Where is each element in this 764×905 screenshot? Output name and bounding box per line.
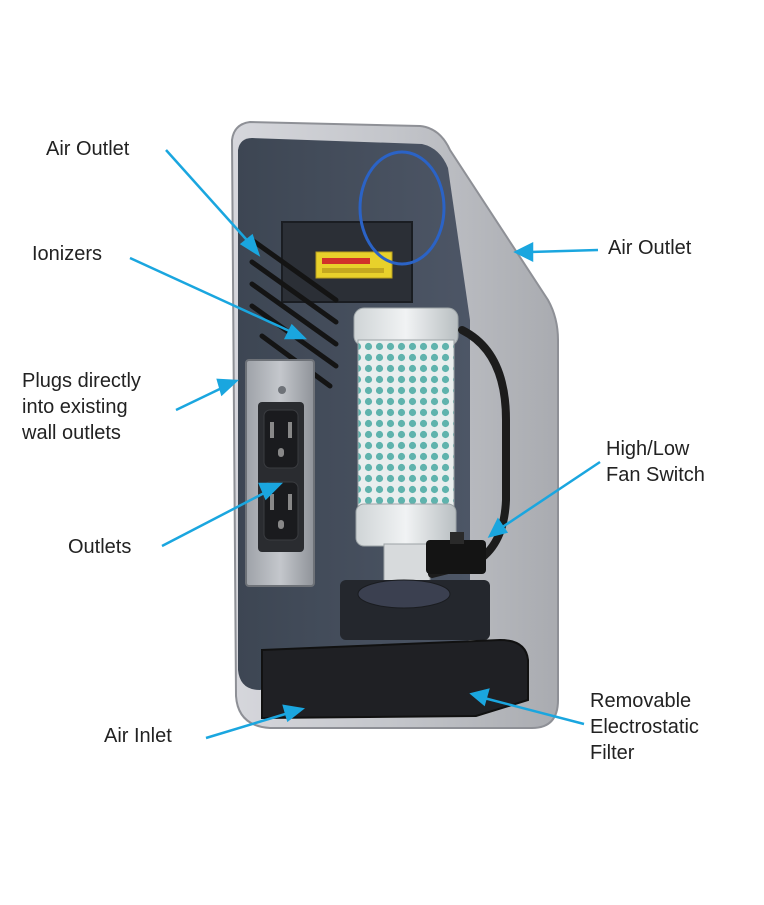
label-air-outlet-right: Air Outlet: [608, 237, 692, 259]
label-air-inlet: Air Inlet: [104, 725, 172, 747]
label-plugs: Plugs directly into existing wall outlet…: [22, 368, 141, 446]
sticker-stripe: [322, 268, 384, 273]
label-fan-switch: High/Low Fan Switch: [606, 436, 705, 488]
label-filter-line1: Removable: [590, 690, 692, 712]
filter-cap-bottom: [355, 503, 457, 547]
arrowhead-ionizers: [283, 323, 308, 340]
arrowhead-air-inlet: [282, 704, 305, 723]
label-fan-switch-line2: Fan Switch: [606, 464, 705, 486]
arrowhead-outlets: [258, 482, 284, 501]
label-ionizers: Ionizers: [32, 243, 103, 265]
power-cord: [428, 326, 510, 578]
arrow-air-inlet: [205, 710, 293, 740]
blue-wire: [358, 150, 446, 266]
label-plugs-line2: into existing: [22, 396, 128, 418]
label-filter-line2: Electrostatic: [590, 716, 699, 738]
sticker-stripe: [322, 258, 370, 264]
arrowhead-fan-switch: [487, 517, 509, 538]
label-air-outlet-left: Air Outlet: [46, 138, 130, 160]
label-filter-line3: Filter: [590, 742, 635, 764]
filter-mesh: [357, 339, 455, 509]
arrowhead-filter: [469, 688, 490, 707]
annotation-arrows: [129, 149, 601, 740]
arrowhead-air-outlet-left: [239, 233, 261, 257]
fan-blade: [357, 579, 451, 609]
arrowhead-plugs: [216, 378, 240, 397]
arrow-filter: [483, 696, 585, 726]
plate-screw: [278, 386, 286, 394]
label-fan-switch-line1: High/Low: [606, 438, 690, 460]
arrow-outlets: [161, 488, 271, 548]
receptacle-top: [263, 409, 299, 469]
label-plugs-line3: wall outlets: [22, 422, 121, 444]
label-plugs-line1: Plugs directly: [22, 370, 141, 392]
receptacle-bottom: [263, 481, 299, 541]
arrow-air-outlet-left: [165, 149, 255, 249]
filter-tray: [261, 638, 529, 720]
label-outlets: Outlets: [68, 536, 132, 558]
arrow-fan-switch: [497, 460, 601, 532]
arrowhead-air-outlet-right: [513, 241, 534, 263]
arrow-plugs: [175, 384, 227, 412]
fan-switch: [426, 540, 486, 574]
arrow-ionizers: [129, 256, 297, 336]
filter-base: [383, 543, 431, 583]
fan-switch-toggle: [450, 532, 464, 544]
arrow-air-outlet-right: [529, 248, 599, 254]
label-filter: Removable Electrostatic Filter: [590, 688, 699, 766]
